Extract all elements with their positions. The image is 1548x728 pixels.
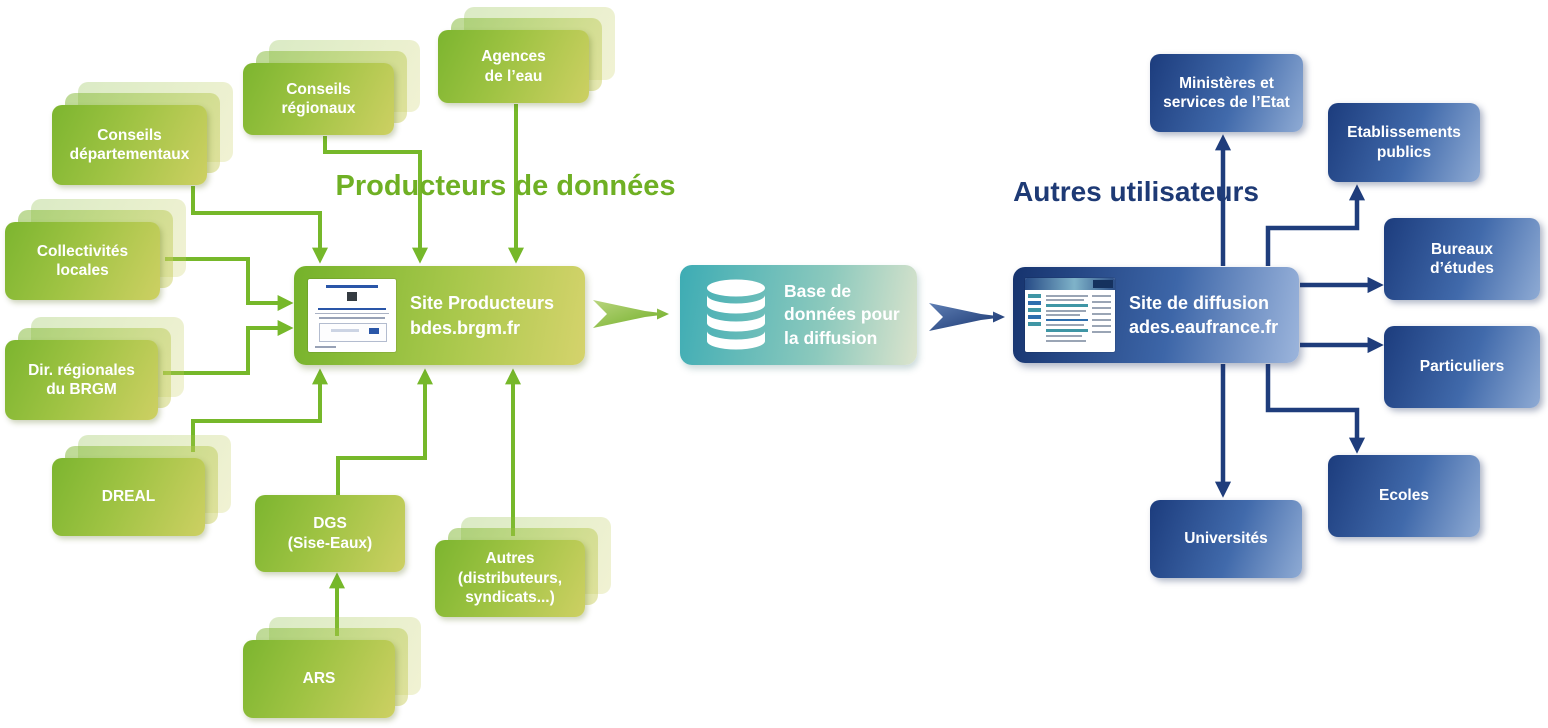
thumbnail-line [1092, 301, 1111, 303]
node-ecoles: Ecoles [1328, 455, 1480, 537]
node-collectivites-locales: Collectivités locales [5, 199, 186, 300]
flow-arrow-db-to-diffusion [929, 303, 1005, 331]
diffusion-site-thumbnail [1025, 278, 1115, 352]
thumbnail-logo [346, 292, 357, 301]
card-label: DREAL [101, 488, 156, 506]
node-base-de-donnees: Base de données pour la diffusion [680, 265, 917, 365]
card-label: Bureaux d’études [1430, 240, 1494, 277]
flow-arrow-producers-to-db [593, 300, 669, 328]
thumbnail-line [1046, 310, 1086, 312]
card-ecoles: Ecoles [1328, 455, 1480, 537]
thumbnail-nav-item [1028, 322, 1041, 326]
card-dir-regionales-brgm: Dir. régionales du BRGM [5, 340, 158, 420]
card-etablissements-publics: Etablissements publics [1328, 103, 1480, 182]
thumbnail-nav-item [1028, 294, 1041, 298]
card-label: Universités [1184, 530, 1268, 548]
producers-section-title: Producteurs de données [335, 170, 676, 202]
thumbnail-line [318, 317, 386, 319]
hub-label: Site de diffusion ades.eaufrance.fr [1129, 292, 1279, 337]
connector-conseils-departementaux [191, 186, 328, 264]
card-label: Autres (distributeurs, syndicats...) [457, 550, 563, 607]
node-ars: ARS [243, 617, 421, 718]
thumbnail-line [1046, 304, 1088, 307]
node-autres: Autres (distributeurs, syndicats...) [435, 517, 611, 617]
node-universites: Universités [1150, 500, 1302, 578]
thumbnail-header-banner [1025, 278, 1115, 290]
card-collectivites-locales: Collectivités locales [5, 222, 160, 300]
node-site-de-diffusion: Site de diffusion ades.eaufrance.fr [1013, 267, 1299, 363]
thumbnail-line [1092, 319, 1111, 321]
card-particuliers: Particuliers [1384, 326, 1540, 408]
node-bureaux-etudes: Bureaux d’études [1384, 218, 1540, 300]
node-dgs-sise-eaux: DGS (Sise-Eaux) [255, 495, 405, 572]
thumbnail-line [1046, 319, 1088, 321]
node-dir-regionales-brgm: Dir. régionales du BRGM [5, 317, 184, 420]
hub-label: Base de données pour la diffusion [784, 280, 900, 348]
thumbnail-line [1046, 329, 1088, 332]
node-conseils-departementaux: Conseils départementaux [52, 82, 233, 185]
card-label: DGS (Sise-Eaux) [287, 515, 373, 552]
thumbnail-nav-item [1028, 308, 1041, 312]
card-bureaux-etudes: Bureaux d’études [1384, 218, 1540, 300]
node-ministeres: Ministères et services de l’Etat [1150, 54, 1303, 132]
node-dreal: DREAL [52, 435, 231, 536]
card-label: Particuliers [1419, 358, 1505, 376]
users-section-title: Autres utilisateurs [1013, 176, 1259, 207]
thumbnail-line [1046, 295, 1088, 297]
card-conseils-departementaux: Conseils départementaux [52, 105, 207, 185]
thumbnail-line [1092, 307, 1111, 309]
thumbnail-line [1046, 314, 1080, 316]
thumbnail-line [315, 346, 337, 348]
node-site-producteurs: Site Producteurs bdes.brgm.fr [294, 266, 585, 365]
producers-site-thumbnail [308, 279, 396, 352]
node-conseils-regionaux: Conseils régionaux [243, 40, 420, 135]
thumbnail-line [1046, 299, 1084, 301]
card-label: Ecoles [1379, 487, 1429, 505]
card-label: ARS [302, 670, 336, 688]
thumbnail-line [1092, 313, 1111, 315]
card-autres: Autres (distributeurs, syndicats...) [435, 540, 585, 617]
card-label: Collectivités locales [36, 242, 129, 279]
thumbnail-button [369, 328, 380, 334]
card-agences-eau: Agences de l’eau [438, 30, 589, 103]
thumbnail-line [1092, 295, 1111, 297]
thumbnail-form [319, 323, 387, 342]
thumbnail-header-block [1093, 280, 1113, 288]
card-ars: ARS [243, 640, 395, 718]
node-particuliers: Particuliers [1384, 326, 1540, 408]
thumbnail-input [330, 329, 360, 332]
connector-etablissements-publics [1265, 184, 1366, 266]
card-label: Conseils départementaux [69, 126, 190, 163]
thumbnail-nav-item [1028, 301, 1041, 305]
thumbnail-line [1046, 335, 1082, 337]
thumbnail-line [1046, 340, 1086, 342]
thumbnail-title-bar [325, 285, 379, 288]
node-etablissements-publics: Etablissements publics [1328, 103, 1480, 182]
card-label: Dir. régionales du BRGM [28, 361, 135, 398]
card-label: Ministères et services de l’Etat [1163, 74, 1290, 111]
thumbnail-line [1092, 331, 1111, 333]
node-agences-eau: Agences de l’eau [438, 7, 615, 103]
thumbnail-line [315, 313, 389, 314]
card-dgs-sise-eaux: DGS (Sise-Eaux) [255, 495, 405, 572]
thumbnail-line [317, 308, 387, 310]
card-universites: Universités [1150, 500, 1302, 578]
thumbnail-line [1046, 324, 1084, 326]
card-ministeres: Ministères et services de l’Etat [1150, 54, 1303, 132]
database-icon [707, 279, 765, 350]
thumbnail-line [1092, 325, 1111, 327]
card-conseils-regionaux: Conseils régionaux [243, 63, 394, 135]
connector-dgs [336, 368, 433, 496]
card-label: Etablissements publics [1347, 124, 1461, 161]
card-dreal: DREAL [52, 458, 205, 536]
card-label: Agences de l’eau [481, 48, 546, 85]
thumbnail-nav-item [1028, 315, 1041, 319]
connector-ecoles [1265, 364, 1366, 454]
card-label: Conseils régionaux [281, 80, 356, 117]
hub-label: Site Producteurs bdes.brgm.fr [410, 293, 555, 338]
